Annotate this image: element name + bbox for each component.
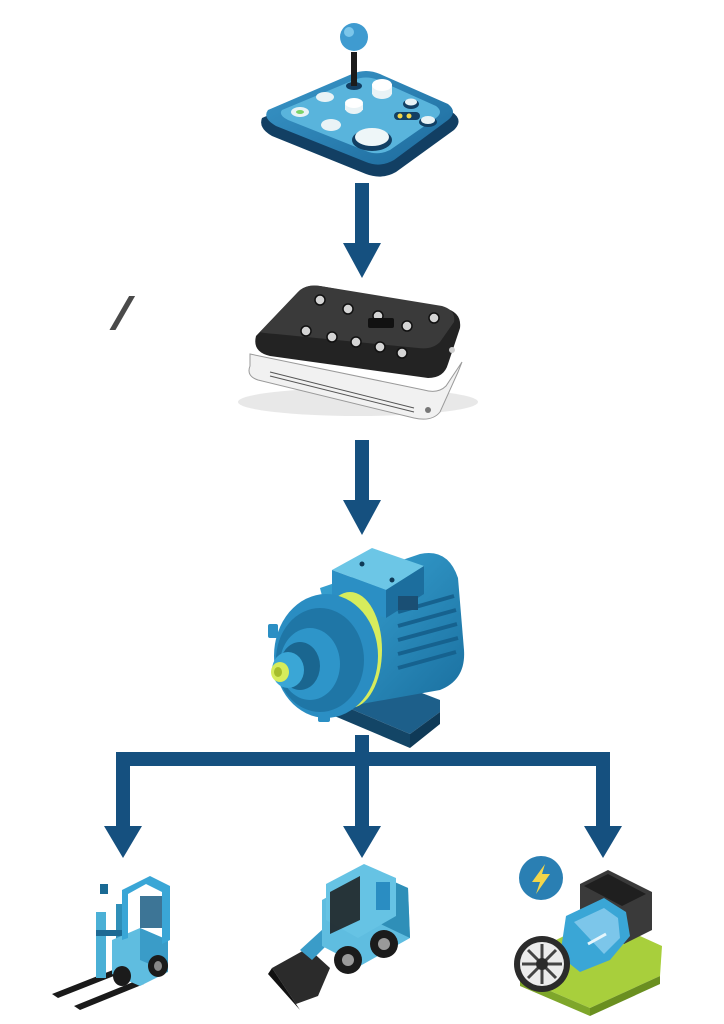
arrow-to-skid-steer <box>343 826 381 858</box>
hydro-power-generator-icon <box>514 856 662 1016</box>
skid-steer-loader-icon <box>268 864 410 1010</box>
arrow-to-hydro-generator <box>584 826 622 858</box>
forklift-icon <box>52 876 170 1010</box>
arrow-controller-to-motor <box>343 440 381 535</box>
branch-connector <box>116 735 610 830</box>
arrow-to-forklift <box>104 826 142 858</box>
joystick-control-panel-icon <box>261 23 459 177</box>
electric-motor-icon <box>268 548 465 748</box>
arrow-joystick-to-controller <box>343 183 381 278</box>
lightning-badge-icon <box>519 856 563 900</box>
motor-controller-box-icon <box>109 285 478 420</box>
